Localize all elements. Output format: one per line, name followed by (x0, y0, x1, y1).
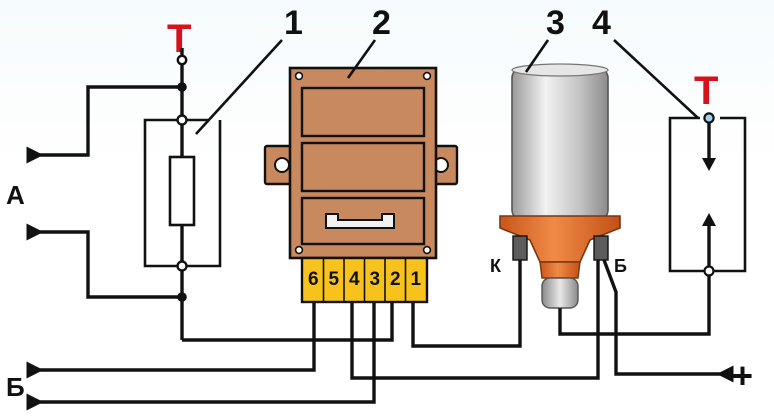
resistor-bracket (143, 118, 222, 268)
callout-3: 3 (546, 4, 565, 42)
label-a: А (6, 180, 25, 210)
resistor-element (168, 155, 196, 227)
wire-spine-to-pin2 (182, 302, 394, 342)
callout-line-3 (524, 39, 550, 73)
sensor-arrow-up (702, 213, 716, 226)
resistor-terminal-bottom (176, 260, 188, 272)
module-screw-bl (294, 245, 304, 255)
coil-label-k: К (490, 256, 502, 276)
component-3-ignition-coil: К Б (490, 63, 627, 309)
coil-cap-neck (539, 261, 581, 279)
tee-terminal-left (176, 54, 188, 66)
label-plus: + (732, 355, 753, 396)
callout-2: 2 (372, 4, 391, 42)
module-panel-middle (300, 141, 426, 193)
module-ear-left-hole (274, 157, 290, 173)
connector-pin-6: 6 (308, 269, 319, 290)
wire-pin3-to-b-lower (26, 302, 376, 411)
connector-pin-3: 3 (369, 269, 380, 290)
coil-can-top (511, 63, 609, 77)
coil-label-b: Б (614, 256, 627, 276)
coil-hv-tower (541, 277, 579, 309)
wiring: Б + (6, 259, 753, 411)
module-screw-br (422, 245, 432, 255)
wire-a-lower (26, 223, 182, 299)
connector-pin-4: 4 (349, 269, 360, 290)
module-screw-tl (294, 71, 304, 81)
sensor-terminal-top (703, 112, 715, 124)
coil-terminal-b (593, 235, 609, 261)
coil-terminal-k (512, 235, 528, 261)
callout-4: 4 (592, 4, 611, 42)
callout-line-2 (346, 39, 377, 79)
module-panel-top (300, 86, 426, 138)
connector-pin-1: 1 (410, 269, 421, 290)
wire-pin6-to-b (26, 302, 316, 379)
callout-line-1 (195, 39, 283, 135)
label-b: Б (6, 372, 25, 402)
wire-coil-to-sensor (558, 276, 711, 336)
wire-pin4-to-coil-b (350, 260, 600, 380)
sensor-arrow-down (702, 158, 716, 171)
module-screw-tr (422, 71, 432, 81)
resistor-terminal-top (176, 114, 188, 126)
wire-pin1-to-coil-k (411, 260, 522, 348)
callout-line-4 (613, 39, 699, 119)
connector-pin-5: 5 (328, 269, 339, 290)
wire-coil-b-to-plus (602, 259, 734, 383)
coil-can (511, 67, 609, 221)
tee-symbol-right: Т (694, 69, 718, 113)
module-socket (325, 213, 395, 229)
sensor-terminal-bottom (703, 265, 715, 277)
component-4-sensor: Т (668, 69, 747, 277)
wire-a-upper (26, 85, 182, 164)
connector-pin-2: 2 (390, 269, 401, 290)
callout-1: 1 (284, 4, 303, 42)
outputs-a: А (6, 85, 182, 299)
tee-symbol-left: Т (167, 17, 191, 61)
module-panel-bottom (300, 196, 426, 246)
component-1-resistor-block: Т (143, 17, 222, 340)
